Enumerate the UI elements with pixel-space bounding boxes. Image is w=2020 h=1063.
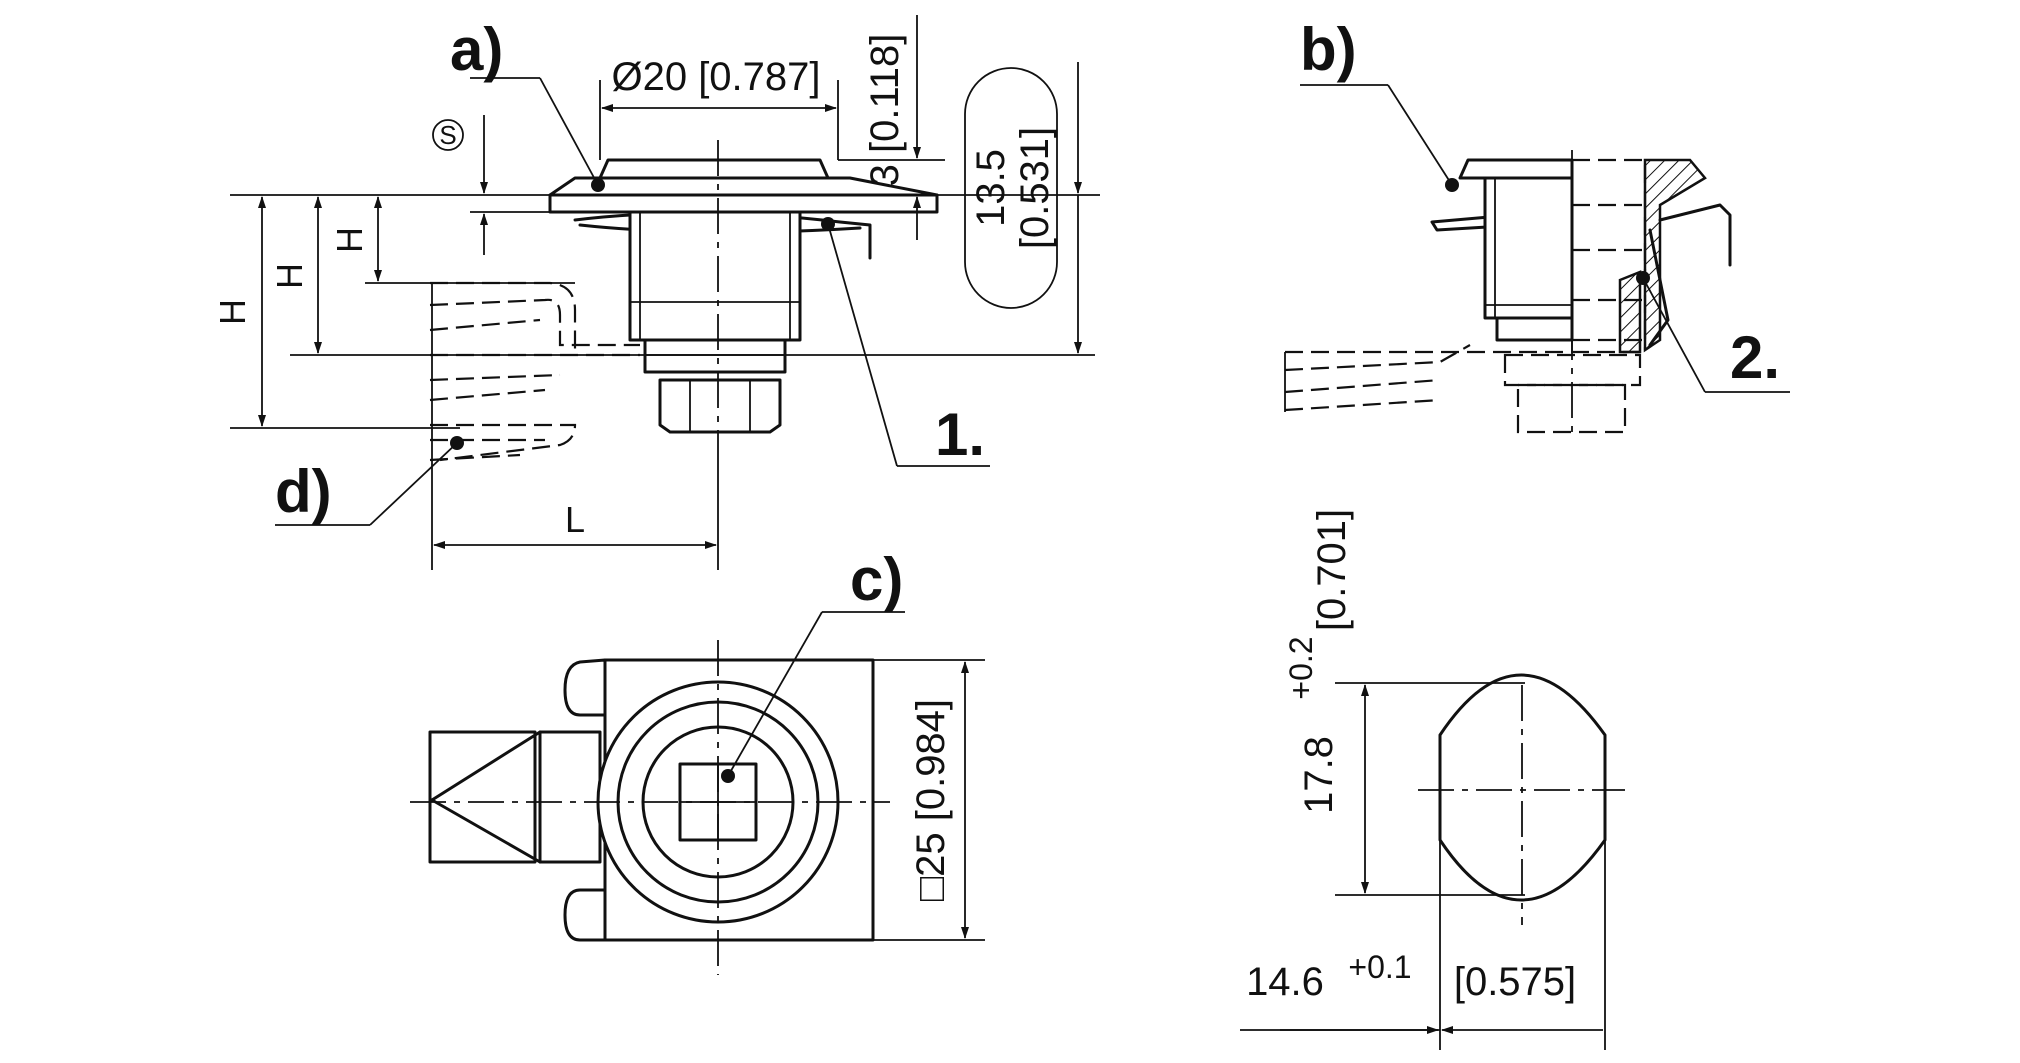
cutout-view: 17.8 +0.2 [0.701] 14.6 +0.1 [0.575] — [1240, 509, 1625, 1050]
callout-2: 2. — [1730, 324, 1780, 391]
height-label-1: H — [212, 299, 253, 325]
callout-a: a) — [450, 16, 503, 83]
cutout-height-tol: +0.2 — [1283, 636, 1319, 699]
height-label-3: H — [329, 227, 370, 253]
callout-a-dot — [591, 178, 605, 192]
callout-1: 1. — [935, 401, 985, 468]
callout-d: d) — [275, 458, 332, 525]
slot-length-mm: 13.5 — [969, 149, 1013, 227]
diameter-dim: Ø20 [0.787] — [611, 55, 820, 99]
s-symbol: S — [439, 120, 456, 150]
side-view: H H H S Ø20 [0.787] 3 [0.118] 13.5 [0.53… — [212, 15, 1100, 570]
side-view-b: b) 2. — [1284, 16, 1790, 440]
thickness-dim: 3 [0.118] — [863, 34, 907, 187]
slot-length-in: [0.531] — [1013, 127, 1057, 249]
callout-b: b) — [1300, 16, 1357, 83]
cutout-width-in: [0.575] — [1454, 960, 1576, 1004]
cutout-width-base: 14.6 — [1246, 960, 1324, 1004]
cutout-height-base: 17.8 — [1297, 736, 1341, 814]
callout-b-dot — [1445, 178, 1459, 192]
length-label: L — [565, 499, 585, 540]
cutout-height-in: [0.701] — [1310, 509, 1354, 631]
square-size-dim: □25 [0.984] — [909, 699, 953, 901]
height-label-2: H — [269, 263, 310, 289]
s-symbol-circle — [432, 119, 464, 151]
cutout-width-tol: +0.1 — [1348, 949, 1411, 985]
top-view: □25 [0.984] c) — [410, 546, 985, 975]
callout-c: c) — [850, 546, 903, 613]
